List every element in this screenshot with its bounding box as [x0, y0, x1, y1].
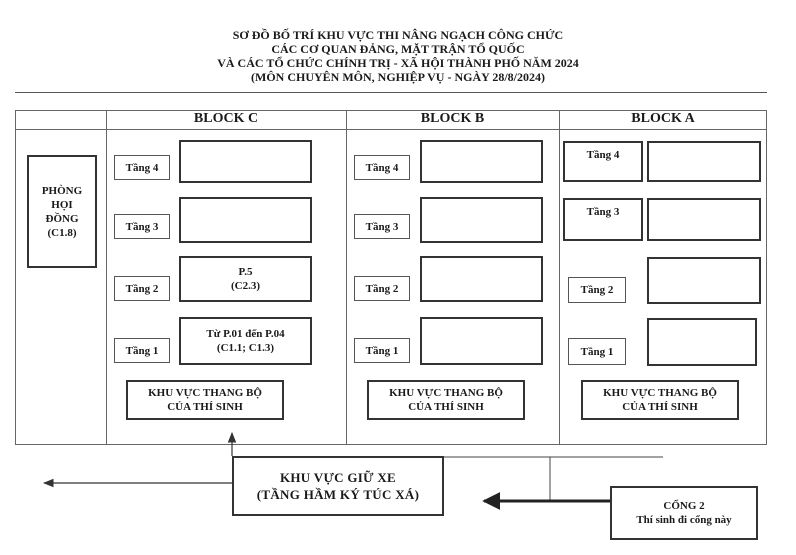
column-divider-3 [559, 110, 560, 445]
block-b-floor-3-label: Tầng 3 [354, 214, 410, 239]
title-line-2: CÁC CƠ QUAN ĐẢNG, MẶT TRẬN TỔ QUỐC [271, 42, 525, 56]
council-room-line-2: HỌI [51, 198, 73, 211]
block-b-stair-line-2: CỦA THÍ SINH [408, 401, 484, 413]
block-b-stair-line-1: KHU VỰC THANG BỘ [389, 387, 503, 399]
column-divider-2 [346, 110, 347, 445]
block-a-floor-2-label: Tầng 2 [568, 277, 626, 303]
block-c-floor-1-label: Tầng 1 [114, 338, 170, 363]
block-a-floor-2-room [647, 257, 761, 304]
block-a-header: BLOCK A [631, 111, 695, 126]
gate-2: CỔNG 2 Thí sinh đi cổng này [610, 486, 758, 540]
parking-area: KHU VỰC GIỮ XE (TẦNG HẦM KÝ TÚC XÁ) [232, 456, 444, 516]
diagram-title: SƠ ĐỒ BỐ TRÍ KHU VỰC THI NÂNG NGẠCH CÔNG… [0, 28, 796, 84]
council-room-line-3: ĐỒNG [45, 212, 79, 225]
block-b-floor-3-room [420, 197, 543, 243]
title-line-1: SƠ ĐỒ BỐ TRÍ KHU VỰC THI NÂNG NGẠCH CÔNG… [232, 28, 564, 42]
block-a-stair-line-2: CỦA THÍ SINH [622, 401, 698, 413]
block-b-floor-4-room [420, 140, 543, 183]
block-a-floor-3-label: Tầng 3 [563, 198, 643, 241]
gate-2-note: Thí sinh đi cổng này [636, 514, 732, 526]
room-p01-p04-label: Từ P.01 đến P.04 [206, 328, 285, 340]
block-c-floor-2-room: P.5 (C2.3) [179, 256, 312, 302]
header-row-divider [15, 129, 767, 130]
parking-line-1: KHU VỰC GIỮ XE [279, 470, 397, 485]
block-a-stair-area: KHU VỰC THANG BỘ CỦA THÍ SINH [581, 380, 739, 420]
block-c-floor-1-room: Từ P.01 đến P.04 (C1.1; C1.3) [179, 317, 312, 365]
block-c-floor-4-label: Tầng 4 [114, 155, 170, 180]
block-c-floor-4-room [179, 140, 312, 183]
block-b-stair-area: KHU VỰC THANG BỘ CỦA THÍ SINH [367, 380, 525, 420]
title-line-3: VÀ CÁC TỔ CHỨC CHÍNH TRỊ - XÃ HỘI THÀNH … [217, 56, 579, 70]
block-a-floor-1-label: Tầng 1 [568, 338, 626, 365]
block-b-floor-1-label: Tầng 1 [354, 338, 410, 363]
block-b-floor-2-label: Tầng 2 [354, 276, 410, 301]
block-a-stair-line-1: KHU VỰC THANG BỘ [603, 387, 717, 399]
parking-line-2: (TẦNG HẦM KÝ TÚC XÁ) [256, 487, 420, 502]
council-room-line-1: PHÒNG [41, 184, 83, 197]
block-c-header: BLOCK C [193, 111, 259, 126]
block-c-floor-3-label: Tầng 3 [114, 214, 170, 239]
block-c-floor-2-label: Tầng 2 [114, 276, 170, 301]
gate-2-label: CỔNG 2 [663, 500, 705, 512]
room-p01-p04-code: (C1.1; C1.3) [216, 342, 275, 354]
block-b-header: BLOCK B [420, 111, 485, 126]
room-p5-code: (C2.3) [230, 280, 261, 292]
block-a-floor-4-label: Tầng 4 [563, 141, 643, 182]
block-b-floor-2-room [420, 256, 543, 302]
council-room-line-4: (C1.8) [47, 226, 77, 239]
block-c-floor-3-room [179, 197, 312, 243]
building-frame [15, 110, 767, 445]
block-a-floor-4-room [647, 141, 761, 182]
block-a-floor-3-room [647, 198, 761, 241]
block-c-stair-line-1: KHU VỰC THANG BỘ [148, 387, 262, 399]
room-p5-label: P.5 [238, 266, 253, 278]
council-room: PHÒNG HỌI ĐỒNG (C1.8) [27, 155, 97, 268]
title-underline [15, 92, 767, 93]
block-c-stair-line-2: CỦA THÍ SINH [167, 401, 243, 413]
block-b-floor-1-room [420, 317, 543, 365]
block-c-stair-area: KHU VỰC THANG BỘ CỦA THÍ SINH [126, 380, 284, 420]
column-divider-1 [106, 110, 107, 445]
block-b-floor-4-label: Tầng 4 [354, 155, 410, 180]
block-a-floor-1-room [647, 318, 757, 366]
title-line-4: (MÔN CHUYÊN MÔN, NGHIỆP VỤ - NGÀY 28/8/2… [251, 70, 545, 84]
